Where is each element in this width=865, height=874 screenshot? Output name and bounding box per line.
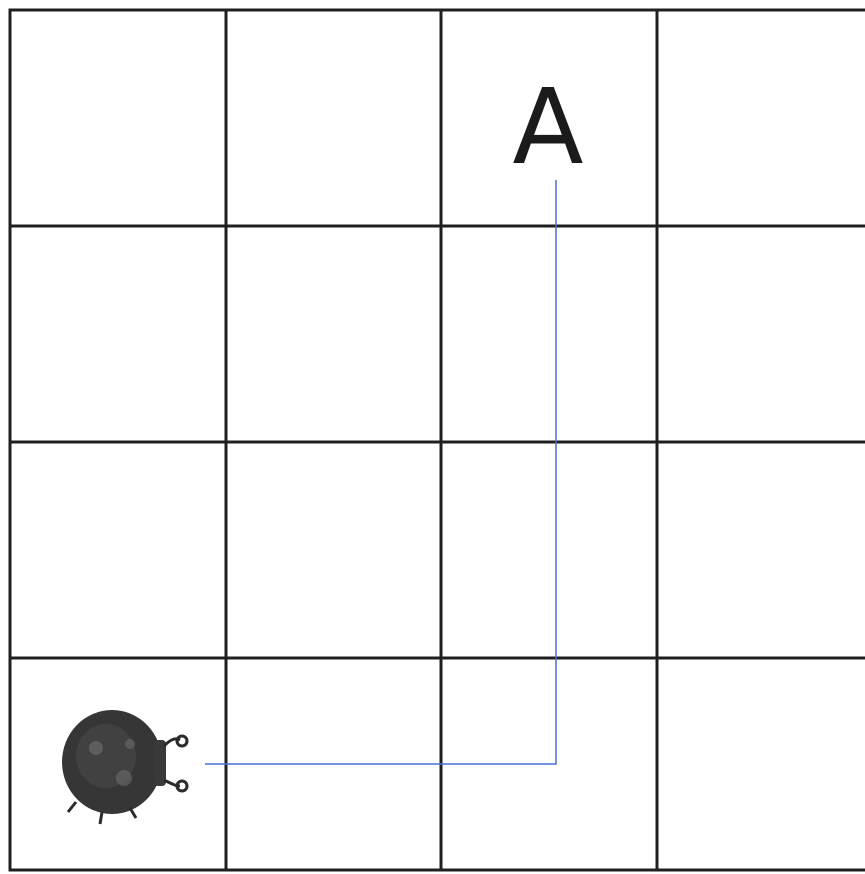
ladybug-spot-1 [89,741,103,755]
target-label: A [512,66,583,188]
ladybug-spot-2 [116,770,132,786]
ladybug-head [154,740,166,786]
ladybug-spot-3 [125,739,135,749]
